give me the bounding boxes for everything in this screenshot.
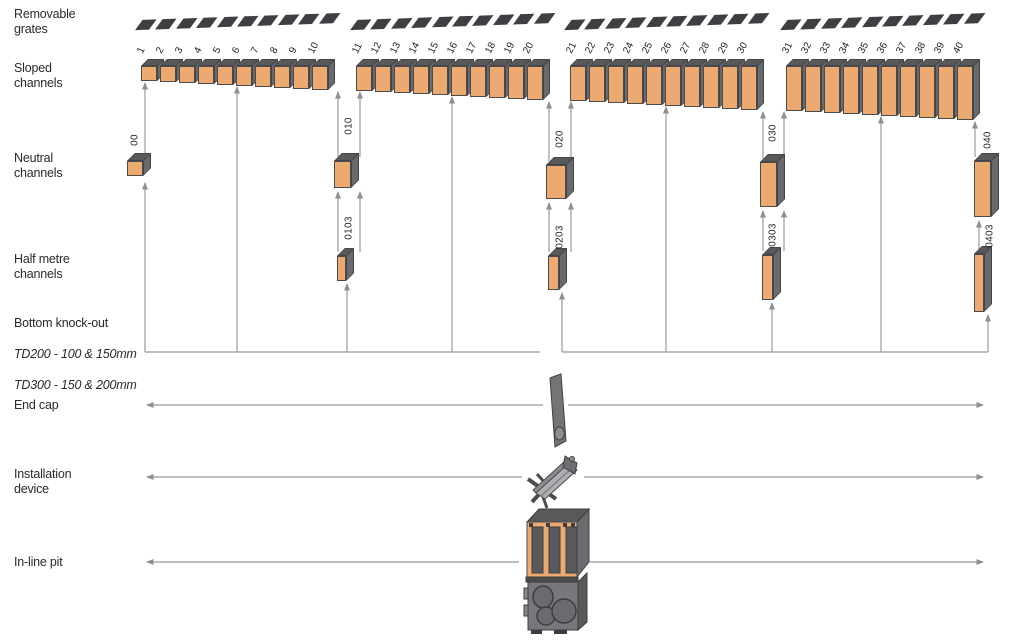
label-removable-grates: Removable grates bbox=[14, 7, 76, 36]
horizontal-arrows bbox=[146, 402, 984, 565]
label-bottom-knockout-note-td300: TD300 - 150 & 200mm bbox=[14, 378, 137, 392]
label-bottom-knockout-title: Bottom knock-out bbox=[14, 316, 109, 330]
label-installation-device: Installation device bbox=[14, 467, 72, 496]
label-inline-pit: In-line pit bbox=[14, 555, 63, 569]
label-sloped-channels: Sloped channels bbox=[14, 61, 63, 90]
label-neutral-channels: Neutral channels bbox=[14, 151, 63, 180]
installation-device-illustration bbox=[526, 455, 578, 509]
label-end-cap: End cap bbox=[14, 398, 59, 412]
label-half-metre-channels: Half metre channels bbox=[14, 252, 70, 281]
label-bottom-knockout: Bottom knock-out TD200 - 100 & 150mm TD3… bbox=[14, 300, 137, 408]
end-cap-illustration bbox=[549, 373, 567, 448]
vertical-arrows bbox=[142, 82, 991, 352]
inline-pit-illustration bbox=[523, 507, 591, 634]
label-bottom-knockout-note-td200: TD200 - 100 & 150mm bbox=[14, 347, 137, 361]
